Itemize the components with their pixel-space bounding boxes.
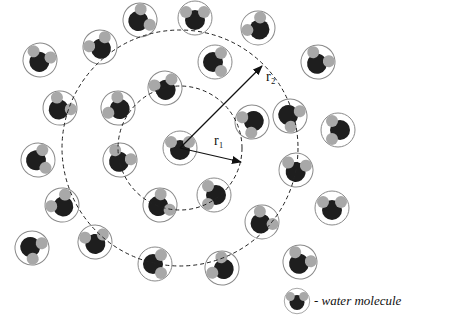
radius-label: r₂ bbox=[266, 70, 276, 84]
radius-arrow bbox=[180, 148, 241, 162]
molecules bbox=[9, 0, 355, 291]
radius-arrow bbox=[180, 66, 262, 148]
legend-text: - water molecule bbox=[314, 294, 401, 307]
legend-icon bbox=[284, 288, 310, 314]
outer-shell bbox=[62, 30, 298, 266]
radius-label: r₁ bbox=[214, 134, 224, 148]
